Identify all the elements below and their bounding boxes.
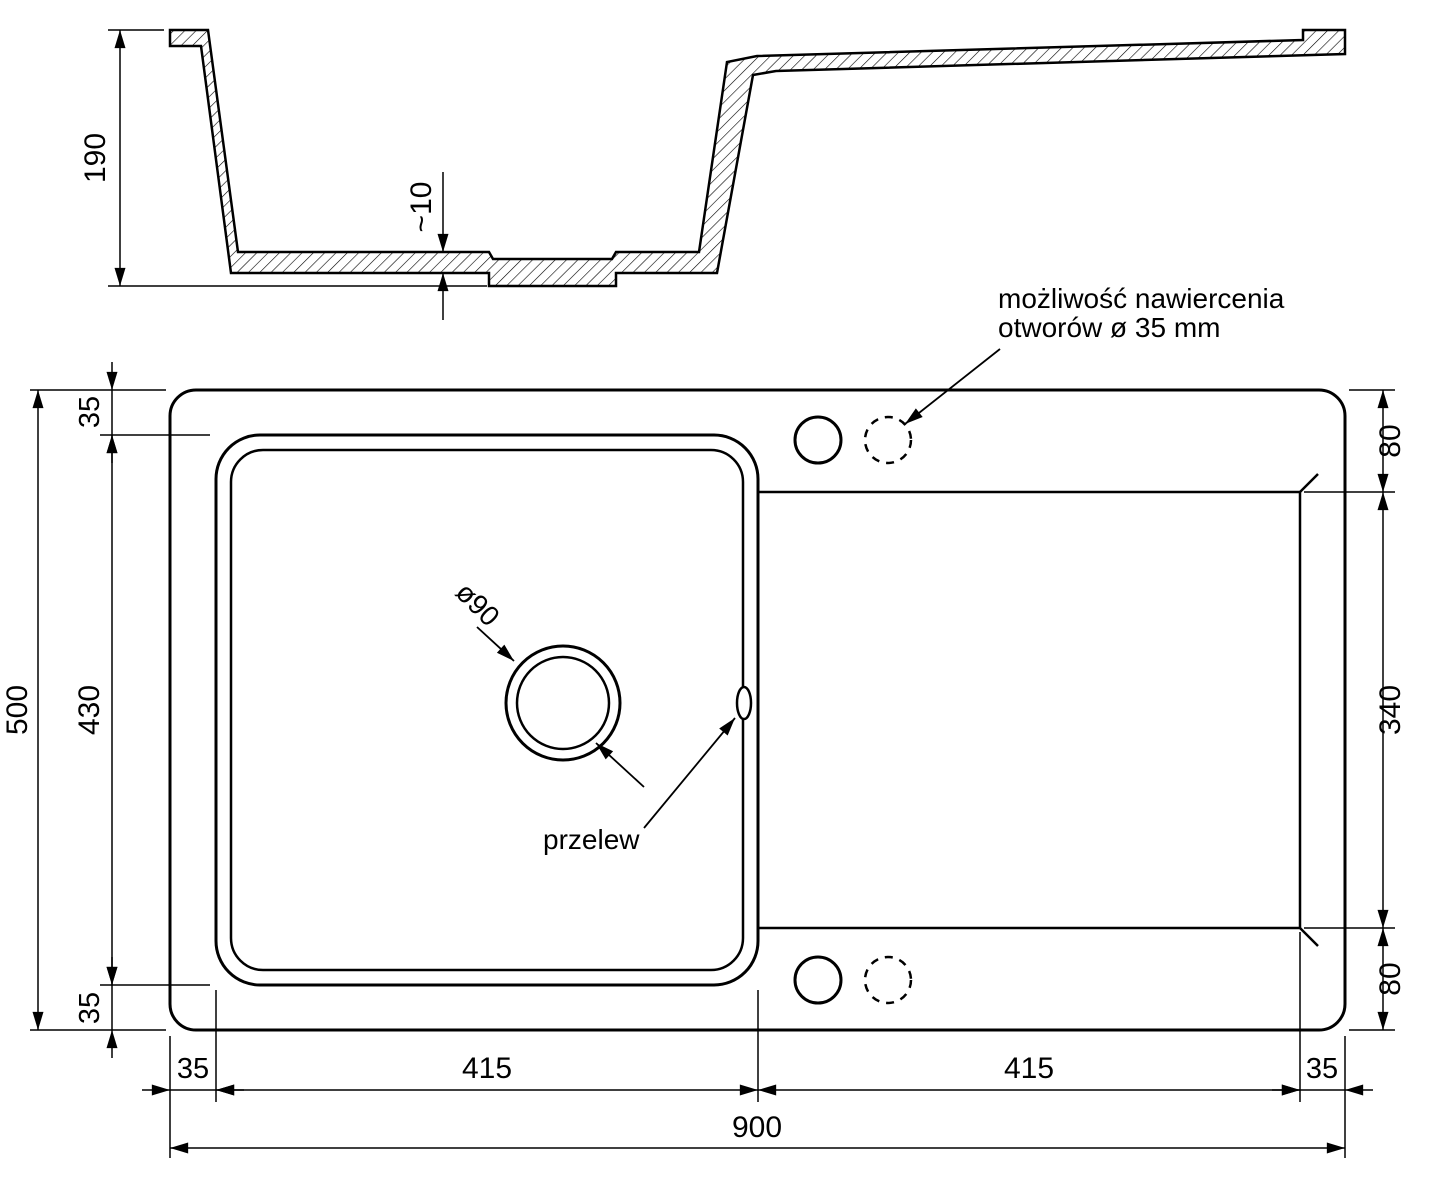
dim-basin-inner-height-label: 430 [73, 685, 106, 735]
dim-bottom-left-margin-label: 35 [177, 1053, 209, 1085]
drill-annotation: możliwość nawiercenia otworów ø 35 mm [904, 283, 1285, 425]
drain-leader-upper [476, 626, 515, 662]
drainer-board [758, 473, 1319, 947]
drainer-corner-bottom [1299, 927, 1319, 947]
overflow-annotation: przelew [543, 717, 736, 855]
dim-depth-label: 190 [79, 133, 112, 183]
sink-section-body [168, 28, 1347, 288]
overflow-label: przelew [543, 824, 640, 855]
dim-bottom-thickness-label: ~10 [405, 182, 438, 233]
drain [504, 644, 622, 762]
dim-right-bottom-label: 80 [1374, 962, 1407, 995]
dim-left-margin-bottom-label: 35 [74, 992, 106, 1024]
optional-drill-hole-top [863, 415, 913, 465]
dimension-total-height: 500 [1, 390, 44, 1030]
drill-note-leader [904, 348, 1001, 425]
dimension-bottom-right-margin: 35 [1272, 1053, 1373, 1096]
dimension-total-width: 900 [170, 1111, 1345, 1154]
dim-total-width-label: 900 [732, 1111, 782, 1144]
overflow-leader [643, 717, 736, 829]
dimension-drainer-width: 415 [758, 1052, 1300, 1096]
dimension-basin-width: 415 [216, 1052, 758, 1096]
drill-note-line1: możliwość nawiercenia [998, 283, 1285, 314]
faucet-hole-bottom [793, 955, 843, 1005]
extension-lines [30, 389, 1395, 1158]
dimension-bottom-thickness: ~10 [405, 172, 449, 320]
faucet-hole-top [793, 415, 843, 465]
dim-total-height-label: 500 [1, 685, 34, 735]
dim-left-margin-top-label: 35 [74, 396, 106, 428]
drain-circle-inner [515, 655, 611, 751]
cross-section-view: 190 ~10 [79, 28, 1347, 320]
dim-drainer-length-label: 340 [1374, 685, 1407, 735]
dimension-right-top-offset: 80 [1374, 390, 1407, 492]
plan-view: możliwość nawiercenia otworów ø 35 mm ø9… [1, 283, 1407, 1158]
dimension-left-margin-bottom: 35 [74, 957, 118, 1058]
dimension-depth: 190 [79, 29, 487, 287]
drain-leader-lower [595, 742, 645, 788]
drainer-corner-top [1299, 473, 1319, 493]
dimension-drainer-length: 340 [1374, 492, 1407, 928]
dim-bottom-right-margin-label: 35 [1306, 1053, 1338, 1085]
drill-note-line2: otworów ø 35 mm [998, 312, 1221, 343]
overflow-mark [735, 685, 753, 721]
basin-rim-outer [214, 433, 760, 987]
dimension-right-bottom-offset: 80 [1374, 928, 1407, 1030]
dim-right-top-label: 80 [1374, 424, 1407, 457]
optional-drill-hole-bottom [863, 955, 913, 1005]
dimension-basin-inner-height: 430 [73, 435, 118, 985]
drain-circle-outer [504, 644, 622, 762]
dim-basin-width-label: 415 [462, 1052, 512, 1085]
dim-drainer-width-label: 415 [1004, 1052, 1054, 1085]
